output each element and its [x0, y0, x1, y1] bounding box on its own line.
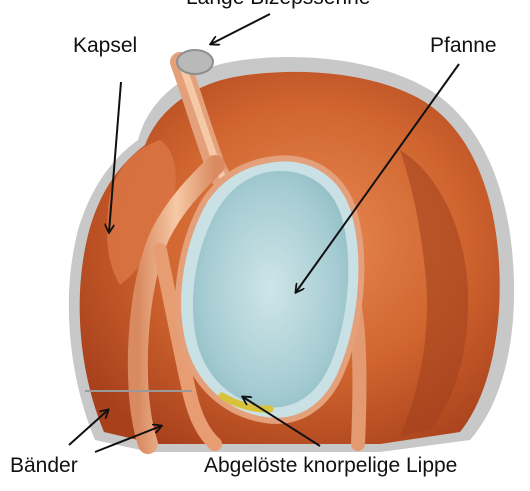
label-pfanne: Pfanne	[430, 34, 497, 58]
label-kapsel: Kapsel	[73, 34, 137, 58]
tendon-cut-end	[177, 50, 213, 74]
label-baender: Bänder	[10, 454, 78, 478]
label-biceps-tendon: Lange Bizepssehne	[186, 0, 370, 10]
arrow-biceps-tendon	[211, 14, 270, 44]
label-abgeloeste-lippe: Abgelöste knorpelige Lippe	[204, 454, 457, 478]
